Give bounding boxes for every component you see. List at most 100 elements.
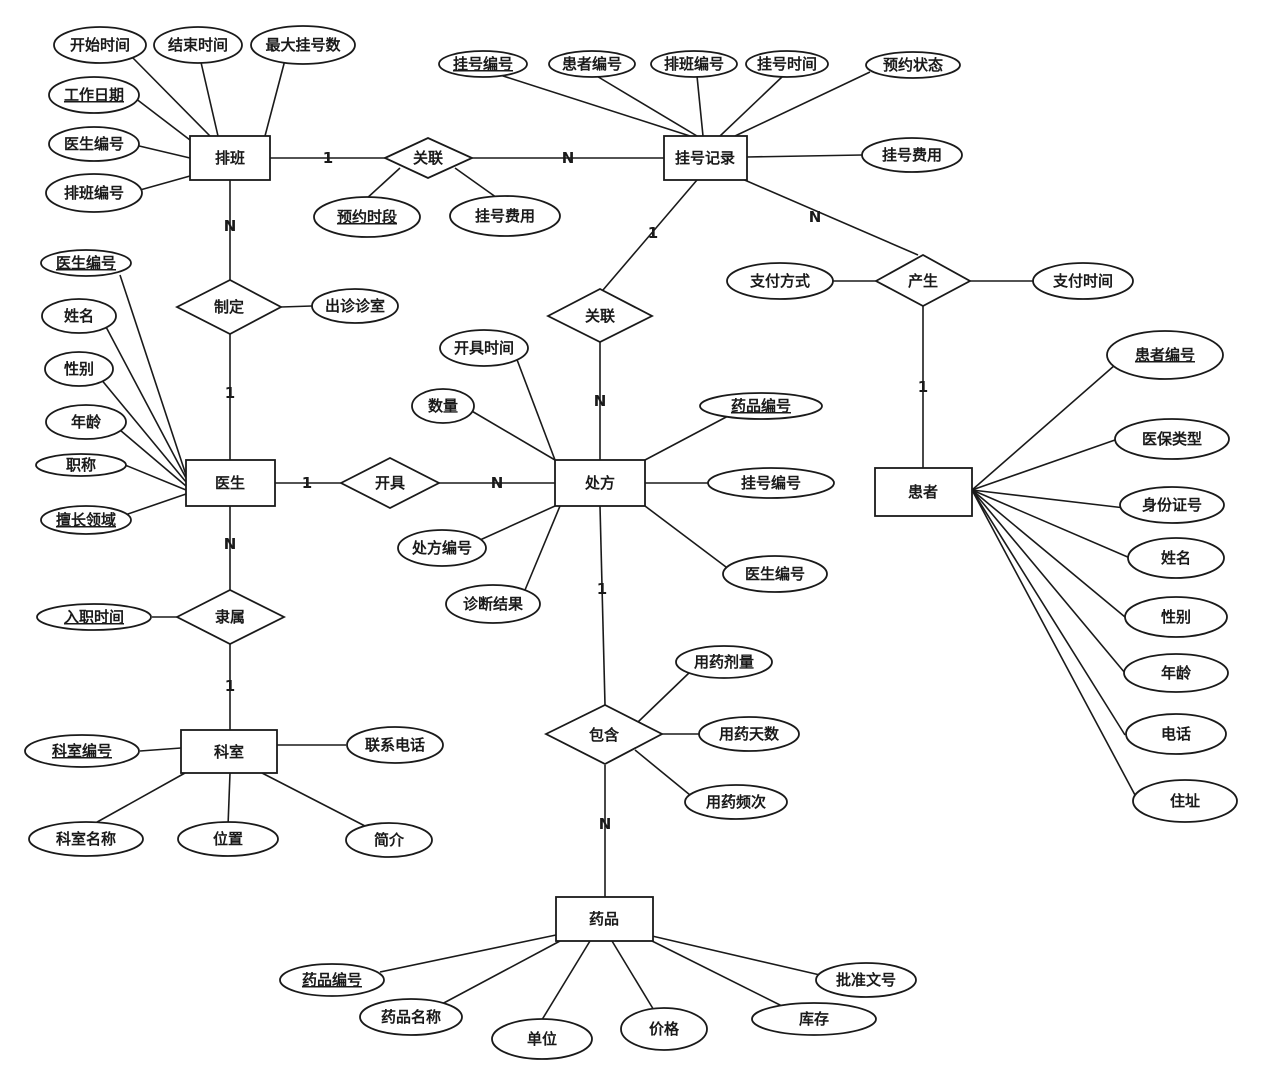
svg-text:出诊诊室: 出诊诊室	[325, 297, 385, 315]
attr-contain-frequency: 用药频次	[684, 784, 788, 820]
relationship-issue-label: 开具	[375, 474, 405, 492]
attr-contain-days: 用药天数	[698, 716, 800, 752]
svg-text:挂号费用: 挂号费用	[882, 146, 942, 164]
svg-text:性别: 性别	[1161, 608, 1191, 626]
attr-schedule-doctor-id: 医生编号	[48, 126, 140, 162]
entity-prescription: 处方	[554, 459, 646, 507]
svg-text:用药剂量: 用药剂量	[694, 653, 754, 671]
svg-text:支付时间: 支付时间	[1052, 272, 1113, 290]
attr-registration-fee: 挂号费用	[861, 137, 963, 173]
attr-prescription-diagnosis: 诊断结果	[445, 584, 541, 624]
attr-assoc-fee: 挂号费用	[449, 195, 561, 237]
attr-department-dept-id: 科室编号	[24, 734, 140, 768]
svg-text:工作日期: 工作日期	[64, 86, 124, 104]
relationship-belong: 隶属	[175, 588, 287, 646]
svg-text:开具时间: 开具时间	[454, 339, 514, 357]
svg-text:价格: 价格	[649, 1020, 680, 1038]
cardinality-make-doctor: 1	[225, 384, 235, 402]
svg-text:用药频次: 用药频次	[706, 793, 766, 811]
cardinality-registration-produce: N	[809, 208, 822, 226]
svg-text:入职时间: 入职时间	[64, 608, 124, 626]
cardinality-prescription-contain: 1	[597, 580, 607, 598]
svg-text:数量: 数量	[428, 397, 458, 415]
attr-patient-phone: 电话	[1125, 713, 1227, 755]
svg-text:库存: 库存	[799, 1010, 829, 1028]
svg-text:电话: 电话	[1161, 725, 1191, 743]
attr-prescription-issue-time: 开具时间	[439, 329, 529, 367]
svg-text:擅长领域: 擅长领域	[56, 511, 116, 529]
relationship-contain: 包含	[543, 703, 664, 766]
svg-text:性别: 性别	[64, 360, 94, 378]
entity-schedule-label: 排班	[215, 149, 245, 167]
svg-text:药品编号: 药品编号	[302, 971, 362, 989]
entity-medicine-label: 药品	[589, 910, 619, 928]
svg-text:身份证号: 身份证号	[1142, 496, 1202, 514]
cardinality-doctor-belong: N	[224, 535, 237, 553]
svg-text:挂号时间: 挂号时间	[757, 55, 817, 73]
svg-text:医生编号: 医生编号	[56, 254, 116, 272]
entity-registration: 挂号记录	[663, 135, 748, 181]
attr-department-intro: 简介	[345, 822, 433, 858]
svg-text:用药天数: 用药天数	[719, 725, 780, 743]
attr-medicine-drug-name: 药品名称	[359, 998, 463, 1036]
svg-text:支付方式: 支付方式	[749, 272, 810, 290]
attr-produce-pay-method: 支付方式	[726, 262, 834, 300]
attr-produce-pay-time: 支付时间	[1032, 262, 1134, 300]
attr-contain-dosage: 用药剂量	[675, 645, 773, 679]
attr-belong-hire-time: 入职时间	[36, 603, 152, 631]
attr-prescription-reg-id: 挂号编号	[707, 467, 835, 499]
relationship-assoc-mid: 关联	[546, 287, 654, 344]
attr-prescription-rx-id: 处方编号	[397, 529, 487, 567]
entity-medicine: 药品	[555, 896, 654, 942]
attr-doctor-specialty: 擅长领域	[40, 505, 132, 535]
svg-text:位置: 位置	[213, 830, 243, 848]
svg-text:患者编号: 患者编号	[1135, 346, 1195, 364]
relationship-produce: 产生	[874, 253, 972, 308]
attr-prescription-quantity: 数量	[411, 388, 475, 424]
attr-schedule-schedule-id: 排班编号	[45, 173, 143, 213]
attr-doctor-gender: 性别	[44, 351, 114, 387]
attr-medicine-approval: 批准文号	[815, 962, 917, 998]
entity-schedule: 排班	[189, 135, 271, 181]
relationship-assoc-top-label: 关联	[413, 149, 444, 167]
entity-patient-label: 患者	[908, 483, 938, 501]
attr-registration-reg-id: 挂号编号	[438, 50, 528, 78]
svg-text:预约状态: 预约状态	[883, 56, 943, 74]
attr-patient-id-card: 身份证号	[1119, 486, 1225, 524]
cardinality-schedule-assoc: 1	[323, 149, 333, 167]
svg-text:批准文号: 批准文号	[836, 971, 896, 989]
relationship-contain-label: 包含	[589, 726, 620, 744]
svg-text:挂号费用: 挂号费用	[475, 207, 535, 225]
svg-text:简介: 简介	[374, 831, 405, 849]
entity-prescription-label: 处方	[584, 474, 615, 492]
svg-text:开始时间: 开始时间	[70, 36, 130, 54]
svg-text:医生编号: 医生编号	[745, 565, 805, 583]
svg-text:医生编号: 医生编号	[64, 135, 124, 153]
cardinality-labels: 1 N N 1 N 1 1 N 1 N N 1 1 N	[224, 149, 929, 833]
attr-doctor-age: 年龄	[45, 404, 127, 440]
attr-patient-address: 住址	[1132, 779, 1238, 823]
attr-registration-patient-id: 患者编号	[548, 50, 636, 78]
attr-schedule-work-date: 工作日期	[48, 76, 140, 114]
attr-doctor-name: 姓名	[41, 298, 117, 334]
attr-doctor-title: 职称	[35, 453, 127, 477]
attr-medicine-drug-id: 药品编号	[279, 963, 385, 997]
svg-text:结束时间: 结束时间	[168, 36, 228, 54]
svg-text:挂号编号: 挂号编号	[453, 55, 513, 73]
svg-text:住址: 住址	[1170, 792, 1200, 810]
attr-prescription-drug-id: 药品编号	[699, 392, 823, 420]
attr-patient-patient-id: 患者编号	[1106, 330, 1224, 380]
cardinality-assoc-registration: N	[562, 149, 575, 167]
attr-patient-name: 姓名	[1127, 537, 1225, 579]
relationship-belong-label: 隶属	[215, 608, 245, 626]
entity-patient: 患者	[874, 467, 973, 517]
attr-department-phone: 联系电话	[346, 726, 444, 764]
attr-patient-gender: 性别	[1124, 596, 1228, 638]
entity-department-label: 科室	[214, 743, 244, 761]
attr-patient-insurance: 医保类型	[1114, 418, 1230, 460]
attr-make-room: 出诊诊室	[311, 288, 399, 324]
svg-text:年龄: 年龄	[71, 413, 102, 431]
attr-registration-reg-time: 挂号时间	[745, 50, 829, 78]
svg-text:联系电话: 联系电话	[365, 736, 425, 754]
svg-text:医保类型: 医保类型	[1142, 430, 1202, 448]
